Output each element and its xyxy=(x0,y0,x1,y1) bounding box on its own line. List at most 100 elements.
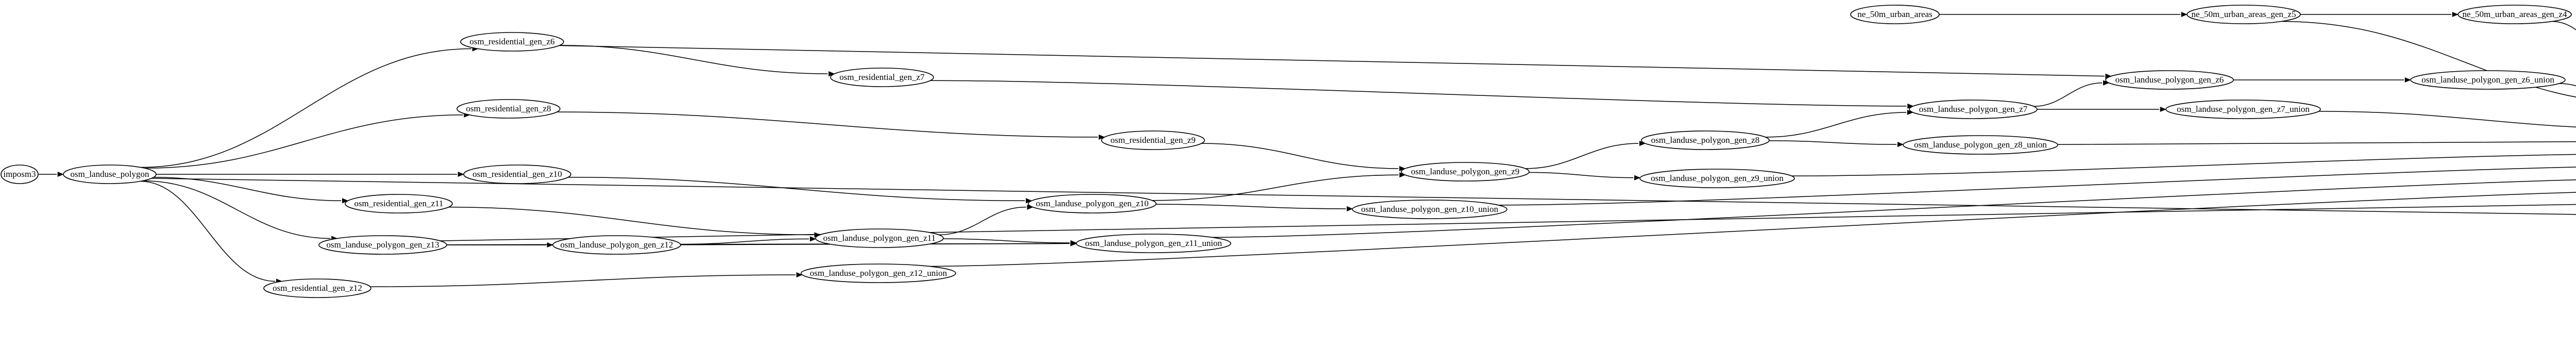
node-label: ne_50m_urban_areas xyxy=(1857,9,1932,19)
nodes-layer: imposm3 osm_landuse_polygon osm_residentia… xyxy=(1,5,2572,298)
graph-edge xyxy=(448,206,821,238)
edge-line xyxy=(943,238,1070,243)
graph-edge xyxy=(440,203,2576,241)
graph-node-osm_landuse_polygon_gen_z8_union[interactable]: osm_landuse_polygon_gen_z8_union xyxy=(1903,135,2058,155)
graph-node-osm_landuse_polygon_gen_z7_union[interactable]: osm_landuse_polygon_gen_z7_union xyxy=(2165,100,2321,119)
graph-edge xyxy=(143,180,338,241)
graph-edge xyxy=(2318,111,2576,128)
edge-arrowhead xyxy=(2404,77,2411,83)
graph-edge xyxy=(930,80,1914,109)
edge-line xyxy=(1156,204,1346,209)
node-shape xyxy=(345,194,453,213)
edge-arrowhead xyxy=(342,198,349,204)
node-label: osm_landuse_polygon_gen_z7_union xyxy=(2177,104,2310,114)
node-shape xyxy=(1641,130,1770,150)
edge-arrowhead xyxy=(1070,240,1077,246)
graph-node-osm_landuse_polygon_gen_z11_union[interactable]: osm_landuse_polygon_gen_z11_union xyxy=(1076,234,1231,253)
graph-node-osm_landuse_polygon_gen_z10[interactable]: osm_landuse_polygon_gen_z10 xyxy=(1028,194,1157,213)
graph-edge xyxy=(2559,83,2576,87)
graph-edge xyxy=(154,176,349,204)
node-label: osm_landuse_polygon_gen_z6_union xyxy=(2421,75,2554,85)
edge-arrowhead xyxy=(796,272,803,277)
graph-edge xyxy=(370,272,803,287)
graph-node-osm_landuse_polygon_gen_z12[interactable]: osm_landuse_polygon_gen_z12 xyxy=(552,235,681,255)
edge-line xyxy=(2559,83,2576,87)
edge-line xyxy=(2057,141,2576,145)
graph-node-ne_50m_urban_areas[interactable]: ne_50m_urban_areas xyxy=(1850,5,1940,24)
graph-node-osm_residential_gen_z6[interactable]: osm_residential_gen_z6 xyxy=(460,32,564,52)
edge-arrowhead xyxy=(57,171,64,177)
edge-line xyxy=(154,176,342,202)
graph-edge xyxy=(680,236,817,245)
graph-node-osm_landuse_polygon_gen_z11[interactable]: osm_landuse_polygon_gen_z11 xyxy=(815,228,944,248)
node-shape xyxy=(1101,130,1205,150)
edge-line xyxy=(939,206,1026,236)
graph-edge xyxy=(1498,167,2576,206)
edge-arrowhead xyxy=(1026,198,1032,204)
graph-edge xyxy=(2037,106,2166,112)
node-label: osm_landuse_polygon_gen_z8_union xyxy=(1914,140,2047,150)
node-label: osm_landuse_polygon_gen_z13 xyxy=(326,240,439,250)
node-shape xyxy=(1,164,39,184)
node-shape xyxy=(318,235,447,255)
graph-node-osm_landuse_polygon_gen_z7[interactable]: osm_landuse_polygon_gen_z7 xyxy=(1909,100,2038,119)
node-label: osm_residential_gen_z6 xyxy=(469,37,554,46)
node-shape xyxy=(2187,5,2301,24)
graph-edge xyxy=(939,204,1033,236)
graph-node-imposm3[interactable]: imposm3 xyxy=(1,164,39,184)
graph-node-osm_residential_gen_z12[interactable]: osm_residential_gen_z12 xyxy=(263,278,371,298)
graph-edge xyxy=(38,171,64,177)
graph-node-osm_residential_gen_z10[interactable]: osm_residential_gen_z10 xyxy=(463,164,571,184)
graph-node-osm_residential_gen_z8[interactable]: osm_residential_gen_z8 xyxy=(456,99,561,119)
edge-line xyxy=(1791,154,2576,176)
graph-node-ne_50m_urban_areas_gen_z5[interactable]: ne_50m_urban_areas_gen_z5 xyxy=(2187,5,2301,24)
graph-node-osm_residential_gen_z9[interactable]: osm_residential_gen_z9 xyxy=(1101,130,1205,150)
edge-line xyxy=(140,48,472,168)
node-label: imposm3 xyxy=(3,169,36,179)
node-label: osm_landuse_polygon_gen_z9 xyxy=(1411,167,1520,176)
graph-edge xyxy=(2281,21,2576,97)
graph-node-osm_landuse_polygon[interactable]: osm_landuse_polygon xyxy=(63,164,157,184)
graph-node-osm_landuse_polygon_gen_z13[interactable]: osm_landuse_polygon_gen_z13 xyxy=(318,235,447,255)
node-shape xyxy=(2458,5,2572,24)
edge-line xyxy=(929,192,2576,267)
graph-node-osm_landuse_polygon_gen_z9_union[interactable]: osm_landuse_polygon_gen_z9_union xyxy=(1639,169,1795,188)
graph-node-osm_residential_gen_z7[interactable]: osm_residential_gen_z7 xyxy=(830,68,934,87)
edge-arrowhead xyxy=(2160,106,2166,112)
graph-node-osm_landuse_polygon_gen_z8[interactable]: osm_landuse_polygon_gen_z8 xyxy=(1641,130,1770,150)
graph-node-osm_landuse_polygon_gen_z6[interactable]: osm_landuse_polygon_gen_z6 xyxy=(2105,70,2234,90)
graph-edge xyxy=(1212,179,2576,238)
node-label: osm_residential_gen_z9 xyxy=(1110,135,1195,145)
node-label: osm_residential_gen_z8 xyxy=(466,104,551,113)
node-label: osm_landuse_polygon_gen_z10 xyxy=(1036,199,1148,208)
node-label: osm_residential_gen_z10 xyxy=(472,169,562,179)
graph-edge xyxy=(2033,80,2110,107)
edge-arrowhead xyxy=(2181,11,2188,18)
node-shape xyxy=(815,228,944,248)
edge-line xyxy=(440,203,2576,241)
graph-node-osm_landuse_polygon_gen_z9[interactable]: osm_landuse_polygon_gen_z9 xyxy=(1401,162,1530,182)
graph-edge xyxy=(1201,143,1406,171)
edge-arrowhead xyxy=(1098,134,1105,140)
edge-line xyxy=(144,114,463,169)
edge-line xyxy=(448,206,814,236)
graph-node-osm_landuse_polygon_gen_z10_union[interactable]: osm_landuse_polygon_gen_z10_union xyxy=(1352,200,1507,219)
edge-arrowhead xyxy=(2452,11,2459,18)
node-shape xyxy=(1639,169,1795,188)
graph-node-ne_50m_urban_areas_gen_z4[interactable]: ne_50m_urban_areas_gen_z4 xyxy=(2458,5,2572,24)
graph-edge xyxy=(1529,172,1641,180)
node-shape xyxy=(263,278,371,298)
edge-arrowhead xyxy=(457,171,464,177)
graph-node-osm_landuse_polygon_gen_z6_union[interactable]: osm_landuse_polygon_gen_z6_union xyxy=(2410,70,2566,90)
graph-node-osm_residential_gen_z11[interactable]: osm_residential_gen_z11 xyxy=(345,194,453,213)
node-shape xyxy=(1028,194,1157,213)
graph-node-osm_landuse_polygon_gen_z12_union[interactable]: osm_landuse_polygon_gen_z12_union xyxy=(801,264,956,283)
node-label: osm_landuse_polygon_gen_z8 xyxy=(1651,135,1760,145)
edge-arrowhead xyxy=(810,236,817,242)
node-label: osm_landuse_polygon_gen_z12 xyxy=(560,240,673,250)
node-label: osm_residential_gen_z12 xyxy=(273,283,362,293)
edge-line xyxy=(2033,82,2103,107)
graph-edge xyxy=(559,45,2112,79)
